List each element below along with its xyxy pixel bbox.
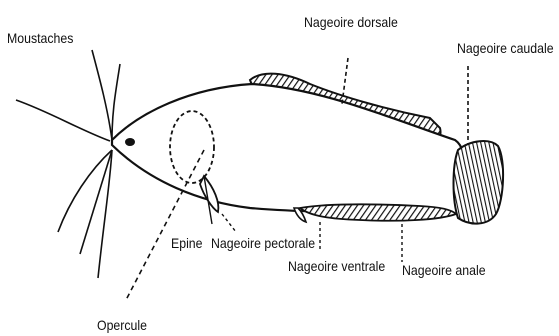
fish-body [112,84,468,214]
label-nageoire-dorsale: Nageoire dorsale [304,14,398,30]
anal-fin [300,204,456,220]
barbel-lower-3 [98,150,112,278]
leader-pectorale [222,214,236,232]
label-nageoire-anale: Nageoire anale [402,262,486,278]
label-nageoire-ventrale: Nageoire ventrale [288,258,385,274]
barbel-left [16,100,110,141]
caudal-fin [454,141,504,224]
label-opercule: Opercule [97,317,147,333]
label-moustaches: Moustaches [7,30,73,46]
eye [125,138,135,146]
barbel-upper-2 [112,64,120,140]
barbel-upper-1 [92,50,112,140]
label-epine: Epine [171,235,203,251]
label-nageoire-caudale: Nageoire caudale [457,40,554,56]
label-nageoire-pectorale: Nageoire pectorale [211,235,315,251]
